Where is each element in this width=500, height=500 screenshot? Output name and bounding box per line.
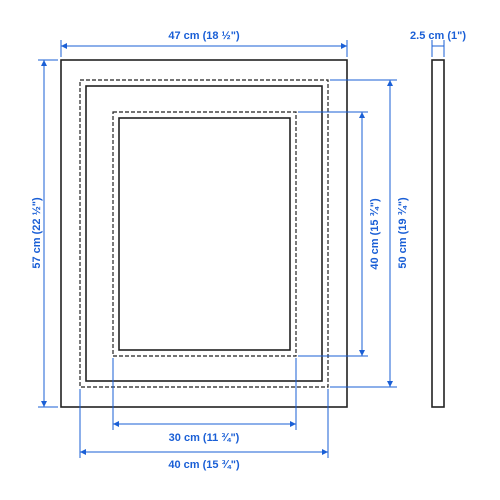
- dimension-lines: [38, 40, 445, 458]
- picture-area-dashed: [79, 79, 329, 388]
- picture-width-label: 40 cm (15 ¾"): [168, 459, 240, 471]
- outer-frame: [60, 59, 348, 408]
- frame-side-view: [431, 59, 445, 408]
- picture-height-label: 50 cm (19 ¾"): [397, 197, 409, 269]
- mat-outer-edge: [85, 85, 323, 382]
- frame-width-label: 47 cm (18 ½"): [168, 30, 240, 42]
- mat-opening-width-label: 30 cm (11 ¾"): [169, 432, 240, 444]
- frame-height-label: 57 cm (22 ½"): [31, 197, 43, 269]
- mat-opening-height-label: 40 cm (15 ¾"): [369, 198, 381, 270]
- dimension-arrowheads: [41, 43, 393, 455]
- mat-opening-dashed: [112, 111, 297, 357]
- frame-front-view: [60, 59, 348, 408]
- frame-depth-label: 2.5 cm (1"): [410, 30, 466, 42]
- mat-opening: [118, 117, 291, 351]
